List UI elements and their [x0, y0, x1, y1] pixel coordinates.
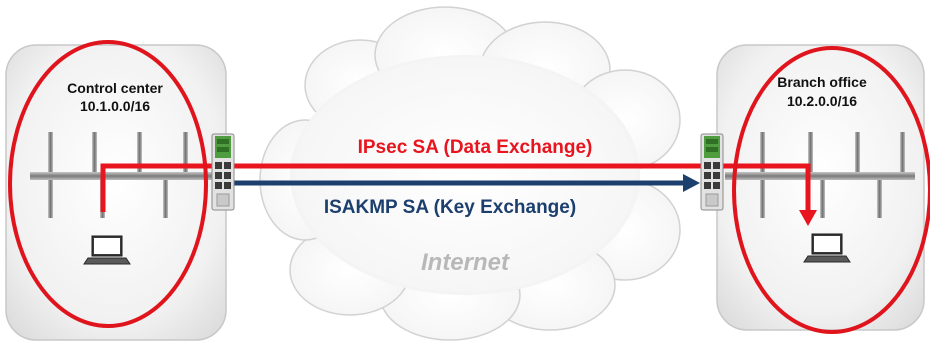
left-site-highlight: [8, 40, 208, 328]
left-bus-drop: [48, 180, 53, 218]
right-bus-drop: [877, 180, 882, 218]
right-network-bus: [725, 132, 915, 218]
cloud-icon: [259, 6, 681, 341]
right-bus-drop: [855, 132, 860, 172]
industrial-router-icon: [700, 133, 724, 211]
left-bus-drop: [48, 132, 53, 172]
ipsec-tunnel: IPsec SA (Data Exchange): [100, 137, 817, 226]
left-bus-drop: [163, 180, 168, 218]
isakmp-tunnel: ISAKMP SA (Key Exchange): [234, 174, 700, 218]
right-bus-drop: [760, 132, 765, 172]
right-bus-drop: [820, 180, 825, 218]
right-bus-drop: [760, 180, 765, 218]
ipsec-label: IPsec SA (Data Exchange): [358, 137, 593, 158]
internet-cloud: Internet: [259, 6, 681, 341]
left-bus-drop: [92, 132, 97, 172]
isakmp-label: ISAKMP SA (Key Exchange): [324, 197, 576, 218]
laptop-icon: [83, 235, 131, 265]
right-site-highlight: [732, 46, 930, 334]
right-bus-drop: [808, 132, 813, 172]
left-site: Control center 10.1.0.0/16: [5, 44, 227, 341]
left-bus-drop: [183, 132, 188, 172]
cloud-label: Internet: [421, 249, 510, 276]
ipsec-path: [100, 163, 811, 212]
right-site: Branch office 10.2.0.0/16: [716, 44, 925, 331]
right-site-name: Branch office: [777, 74, 867, 90]
ipsec-arrowhead: [799, 210, 817, 226]
laptop-icon: [803, 233, 851, 263]
industrial-router-icon: [211, 133, 235, 211]
left-site-name: Control center: [67, 80, 163, 96]
left-bus-drop: [137, 132, 142, 172]
left-site-subnet: 10.1.0.0/16: [80, 98, 150, 114]
isakmp-arrowhead: [683, 174, 700, 192]
right-bus-drop: [900, 132, 905, 172]
right-site-subnet: 10.2.0.0/16: [787, 93, 857, 109]
